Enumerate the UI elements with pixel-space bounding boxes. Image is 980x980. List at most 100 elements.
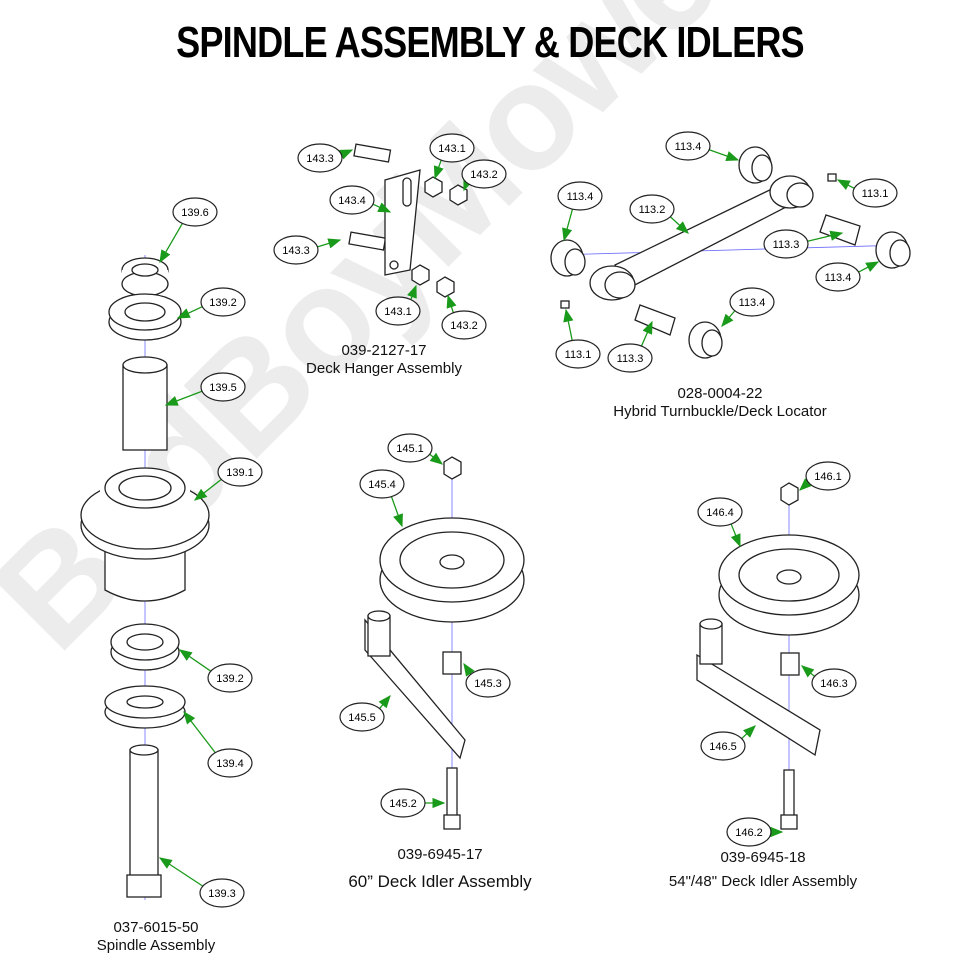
callout-arrow — [563, 308, 574, 341]
idler-54-part-number: 039-6945-18 — [720, 849, 806, 866]
callout-143-2: 143.2 — [461, 159, 507, 192]
callout-arrow — [183, 710, 216, 754]
callout-label: 113.1 — [862, 188, 889, 200]
turnbuckle-caption: 028-0004-22 Hybrid Turnbuckle/Deck Locat… — [613, 385, 826, 421]
callout-arrow — [390, 496, 403, 528]
callout-bubble — [557, 181, 603, 211]
idler-54-caption: 039-6945-18 54"/48" Deck Idler Assembly — [669, 849, 857, 891]
callout-arrow — [158, 857, 204, 887]
callout-label: 143.1 — [438, 143, 466, 155]
callout-label: 139.1 — [226, 467, 254, 479]
deck-hanger-name: Deck Hanger Assembly — [306, 360, 462, 377]
callout-arrow — [807, 230, 844, 242]
callout-113-1: 113.1 — [836, 178, 898, 208]
callout-arrow — [378, 694, 391, 710]
turnbuckle-part-number: 028-0004-22 — [677, 385, 763, 402]
callout-label: 145.2 — [389, 798, 417, 810]
idler-60-part-number: 039-6945-17 — [397, 846, 483, 863]
callout-bubble — [359, 469, 405, 499]
callout-bubble — [465, 668, 511, 698]
callout-arrow — [193, 478, 222, 501]
callout-143-4: 143.4 — [329, 185, 392, 215]
callout-143-1: 143.1 — [375, 284, 421, 326]
callout-146-3: 146.3 — [800, 665, 857, 698]
callout-146-5: 146.5 — [700, 725, 756, 761]
callout-bubble — [461, 159, 507, 189]
callout-bubble — [172, 197, 218, 227]
callout-143-3: 143.3 — [297, 143, 354, 173]
callout-113-4: 113.4 — [665, 131, 740, 161]
callout-arrow — [730, 523, 741, 548]
callout-label: 143.4 — [338, 195, 366, 207]
spindle-parts — [80, 255, 210, 900]
callout-139-5: 139.5 — [164, 372, 246, 406]
callout-arrow — [446, 294, 457, 313]
callout-139-2: 139.2 — [176, 287, 246, 319]
callout-bubble — [805, 461, 851, 491]
callout-arrow — [178, 649, 212, 672]
callout-arrow — [372, 202, 392, 213]
callout-145-4: 145.4 — [359, 469, 405, 528]
callout-label: 113.4 — [567, 191, 594, 203]
callout-bubble — [697, 497, 743, 527]
idler-60-caption: 039-6945-17 60” Deck Idler Assembly — [348, 846, 531, 891]
callout-arrow — [836, 179, 855, 190]
callout-139-4: 139.4 — [183, 710, 253, 778]
callout-bubble — [329, 185, 375, 215]
callout-113-2: 113.2 — [629, 194, 689, 234]
callout-arrow — [164, 390, 203, 406]
callout-label: 145.3 — [474, 678, 502, 690]
callout-arrow — [721, 310, 736, 327]
spindle-part-number: 037-6015-50 — [113, 919, 199, 936]
callout-145-5: 145.5 — [339, 694, 391, 732]
callout-arrow — [708, 149, 740, 161]
idler-60-parts — [364, 456, 525, 830]
callout-113-4: 113.4 — [557, 181, 603, 242]
callout-label: 143.3 — [306, 153, 334, 165]
callout-113-3: 113.3 — [763, 229, 844, 259]
turnbuckle-parts — [550, 146, 911, 359]
callout-bubble — [217, 457, 263, 487]
callout-label: 113.1 — [565, 349, 592, 361]
callout-bubble — [429, 133, 475, 163]
deck-hanger-parts — [348, 143, 468, 298]
callout-146-4: 146.4 — [697, 497, 743, 548]
callout-arrow — [176, 306, 203, 319]
callout-label: 146.5 — [709, 741, 737, 753]
callout-139-2: 139.2 — [178, 649, 253, 693]
callout-label: 143.3 — [282, 245, 310, 257]
callout-bubble — [811, 668, 857, 698]
callout-arrow — [800, 665, 815, 678]
callout-bubble — [380, 788, 426, 818]
callout-bubble — [297, 143, 343, 173]
callout-143-1: 143.1 — [429, 133, 475, 180]
callout-bubble — [207, 748, 253, 778]
spindle-name: Spindle Assembly — [96, 937, 216, 954]
callout-arrow — [669, 216, 689, 234]
callout-bubble — [729, 287, 775, 317]
callout-bubble — [207, 663, 253, 693]
callout-label: 113.4 — [739, 297, 766, 309]
callout-label: 146.1 — [814, 471, 842, 483]
callout-label: 143.2 — [450, 320, 478, 332]
callout-label: 145.4 — [368, 479, 396, 491]
callout-arrow — [799, 478, 813, 491]
callout-113-3: 113.3 — [607, 320, 653, 373]
callout-bubble — [700, 731, 746, 761]
callout-label: 139.4 — [216, 758, 244, 770]
callout-bubble — [629, 194, 675, 224]
callout-bubble — [199, 878, 245, 908]
callout-label: 143.1 — [384, 306, 412, 318]
callout-label: 139.5 — [209, 382, 237, 394]
callout-label: 145.5 — [348, 712, 376, 724]
callout-arrow — [433, 159, 444, 180]
callout-label: 145.1 — [396, 443, 424, 455]
callout-143-3: 143.3 — [273, 235, 342, 265]
callout-arrow — [429, 452, 444, 465]
callout-143-2: 143.2 — [441, 294, 487, 340]
page-title: SPINDLE ASSEMBLY & DECK IDLERS — [176, 18, 804, 67]
callout-146-1: 146.1 — [799, 461, 851, 491]
idler-54-name: 54"/48" Deck Idler Assembly — [668, 873, 858, 890]
